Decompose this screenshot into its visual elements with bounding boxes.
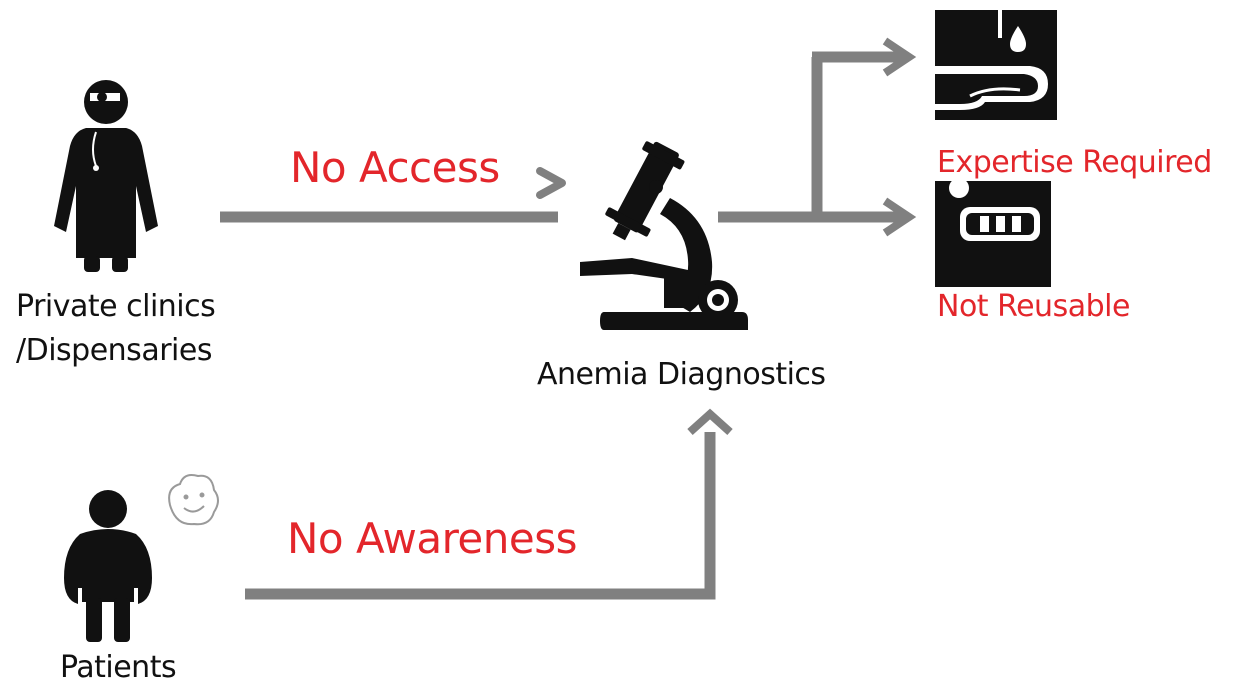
branch-lower-head [882,197,917,237]
patients-label: Patients [60,650,177,685]
smiley-thought-icon [168,474,219,526]
barrier-access-label: No Access [290,143,500,192]
branch-upper-head [882,37,917,77]
problem-reusable-label: Not Reusable [937,289,1130,324]
barrier-awareness-label: No Awareness [287,514,578,563]
clinics-label-line2: /Dispensaries [16,333,212,368]
microscope-icon [580,141,748,330]
connectors [220,37,917,600]
test-strip-icon [935,178,1051,287]
doctor-icon [54,80,158,272]
blood-drop-finger-icon [935,10,1057,120]
patient-icon [64,490,152,642]
problem-expertise-label: Expertise Required [937,145,1212,180]
center-label: Anemia Diagnostics [537,357,826,392]
access-arrow-head [536,167,566,199]
awareness-arrow-head [687,408,733,435]
awareness-arrow-line [245,432,716,600]
clinics-label-line1: Private clinics [16,289,216,324]
